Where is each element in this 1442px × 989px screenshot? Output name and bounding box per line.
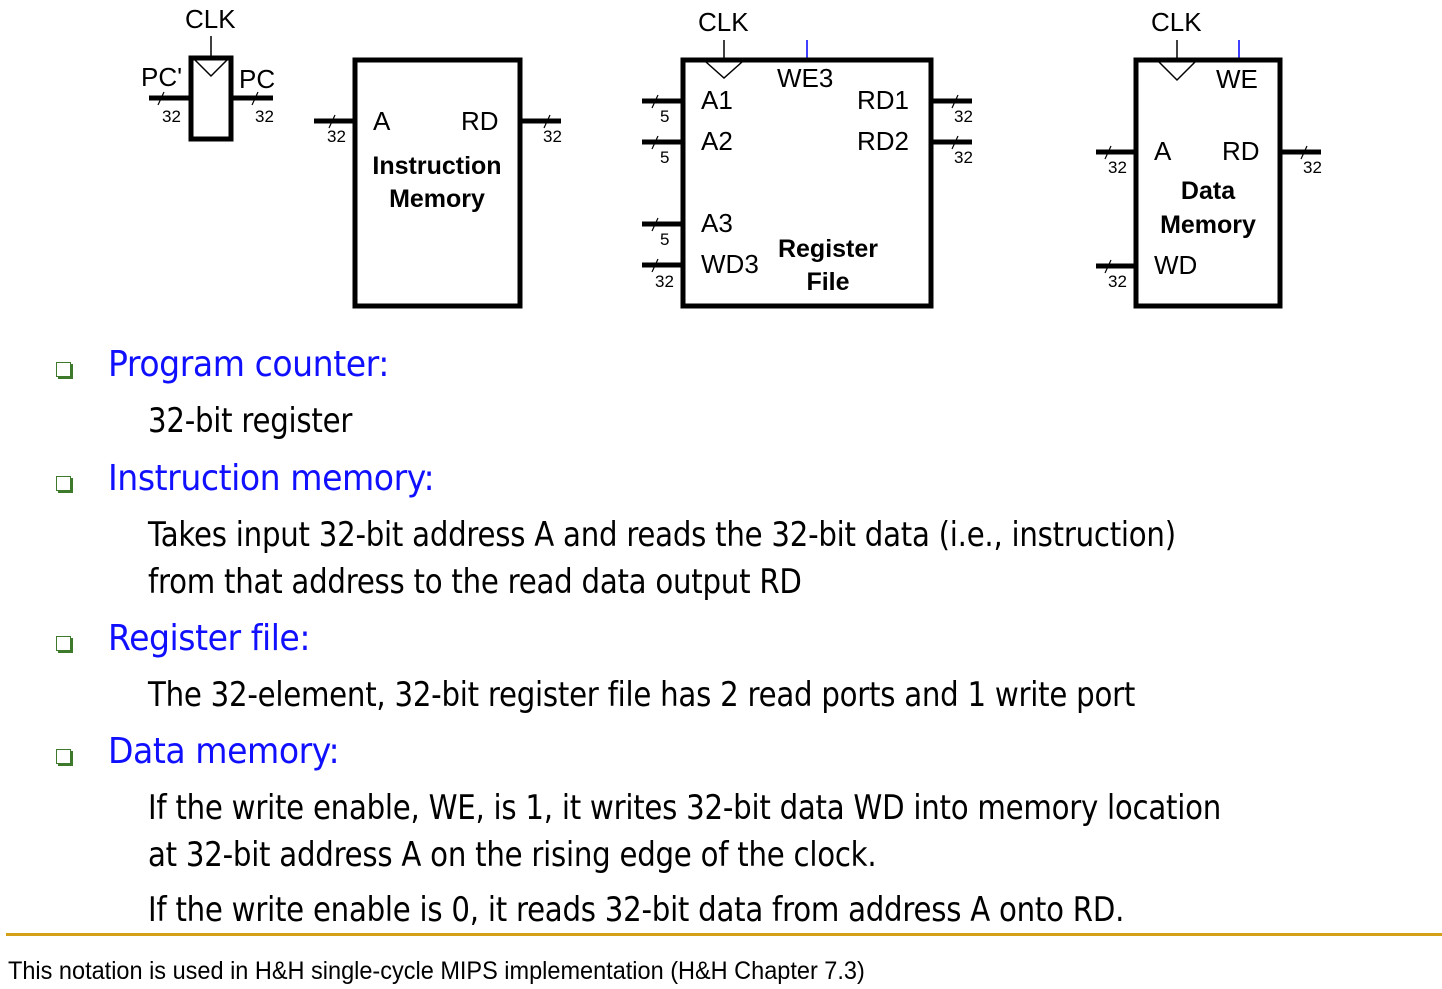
bus-slash-icon — [328, 114, 336, 129]
bus-slash-icon — [251, 91, 259, 106]
dm-a-width: 32 — [1108, 158, 1127, 177]
bus-slash-icon — [651, 217, 659, 232]
pc-output-width: 32 — [255, 107, 274, 126]
bus-slash-icon — [951, 135, 959, 150]
dm-port-wd: WD — [1154, 250, 1197, 280]
rf-clock-triangle-icon — [705, 61, 743, 80]
bullet-body-line: The 32-element, 32-bit register file has… — [148, 675, 1136, 715]
bullet-heading: Program counter: — [108, 344, 389, 385]
bus-slash-icon — [951, 94, 959, 109]
rf-wd3: WD3 — [701, 249, 759, 279]
bus-slash-icon — [543, 114, 551, 129]
square-bullet-icon — [56, 636, 71, 651]
bullet-body-line: If the write enable, WE, is 1, it writes… — [148, 788, 1222, 828]
bullet-heading: Data memory: — [108, 731, 340, 772]
dm-port-a: A — [1154, 136, 1172, 166]
pc-input-width: 32 — [162, 107, 181, 126]
bullet-heading: Instruction memory: — [108, 458, 435, 499]
rf-clk-label: CLK — [698, 7, 749, 37]
dm-wd-width: 32 — [1108, 272, 1127, 291]
bus-slash-icon — [651, 135, 659, 150]
dm-title-line1: Data — [1181, 177, 1236, 205]
dm-clock-triangle-icon — [1158, 61, 1196, 82]
imem-a-width: 32 — [327, 127, 346, 146]
dm-clk-label: CLK — [1151, 7, 1202, 37]
imem-port-a: A — [373, 106, 391, 136]
rf-rd2-width: 32 — [954, 148, 973, 167]
dm-title-line2: Memory — [1160, 211, 1256, 239]
footer-note: This notation is used in H&H single-cycl… — [8, 957, 865, 985]
footer-divider — [6, 933, 1442, 936]
rf-rd1-width: 32 — [954, 107, 973, 126]
bullet-body-line: If the write enable is 0, it reads 32-bi… — [148, 890, 1125, 930]
pc-label: PC — [239, 64, 275, 94]
rf-a1: A1 — [701, 85, 733, 115]
bus-slash-icon — [157, 91, 165, 106]
pc-clk-label: CLK — [185, 4, 236, 34]
register-file: CLK WE3 5 A1 5 A2 5 A3 32 WD3 RD1 32 RD2… — [642, 7, 973, 309]
rf-a2: A2 — [701, 126, 733, 156]
pc-prime-label: PC' — [141, 62, 182, 92]
bullet-body-line: from that address to the read data outpu… — [148, 562, 802, 602]
rf-rd1: RD1 — [857, 85, 909, 115]
pc-register: CLK PC' PC 32 32 — [141, 4, 275, 142]
dm-rd-width: 32 — [1303, 158, 1322, 177]
rf-a3-width: 5 — [660, 230, 669, 249]
imem-title-line2: Memory — [389, 185, 485, 213]
instruction-memory: 32 A RD 32 Instruction Memory — [314, 57, 562, 309]
datapath-elements-diagram: CLK PC' PC 32 32 32 A RD 32 Instruction … — [141, 4, 1322, 309]
rf-we3: WE3 — [777, 63, 833, 93]
pc-register-box — [188, 55, 234, 142]
register-file-box — [680, 57, 934, 309]
square-bullet-icon — [56, 476, 71, 491]
dm-we: WE — [1216, 64, 1258, 94]
rf-wd3-width: 32 — [655, 272, 674, 291]
bus-slash-icon — [1104, 259, 1112, 274]
imem-port-rd: RD — [461, 106, 499, 136]
rf-a2-width: 5 — [660, 148, 669, 167]
rf-rd2: RD2 — [857, 126, 909, 156]
rf-title-line1: Register — [778, 235, 878, 263]
bullet-body-line: Takes input 32-bit address A and reads t… — [148, 515, 1176, 555]
bus-slash-icon — [1300, 145, 1308, 160]
pc-clock-triangle-icon — [194, 59, 228, 78]
square-bullet-icon — [56, 749, 71, 764]
bus-slash-icon — [651, 94, 659, 109]
square-bullet-icon — [56, 362, 71, 377]
dm-port-rd: RD — [1222, 136, 1260, 166]
bullet-heading: Register file: — [108, 618, 311, 659]
data-memory-box — [1133, 57, 1283, 309]
imem-rd-width: 32 — [543, 127, 562, 146]
bullet-body-line: 32-bit register — [148, 401, 353, 441]
instruction-memory-box — [352, 57, 523, 309]
bullet-body-line: at 32-bit address A on the rising edge o… — [148, 835, 877, 875]
bus-slash-icon — [651, 258, 659, 273]
data-memory: CLK WE 32 A RD 32 32 WD Data Memory — [1096, 7, 1322, 309]
rf-title-line2: File — [806, 268, 849, 296]
imem-title-line1: Instruction — [372, 152, 501, 180]
bus-slash-icon — [1104, 145, 1112, 160]
rf-a3: A3 — [701, 208, 733, 238]
rf-a1-width: 5 — [660, 107, 669, 126]
